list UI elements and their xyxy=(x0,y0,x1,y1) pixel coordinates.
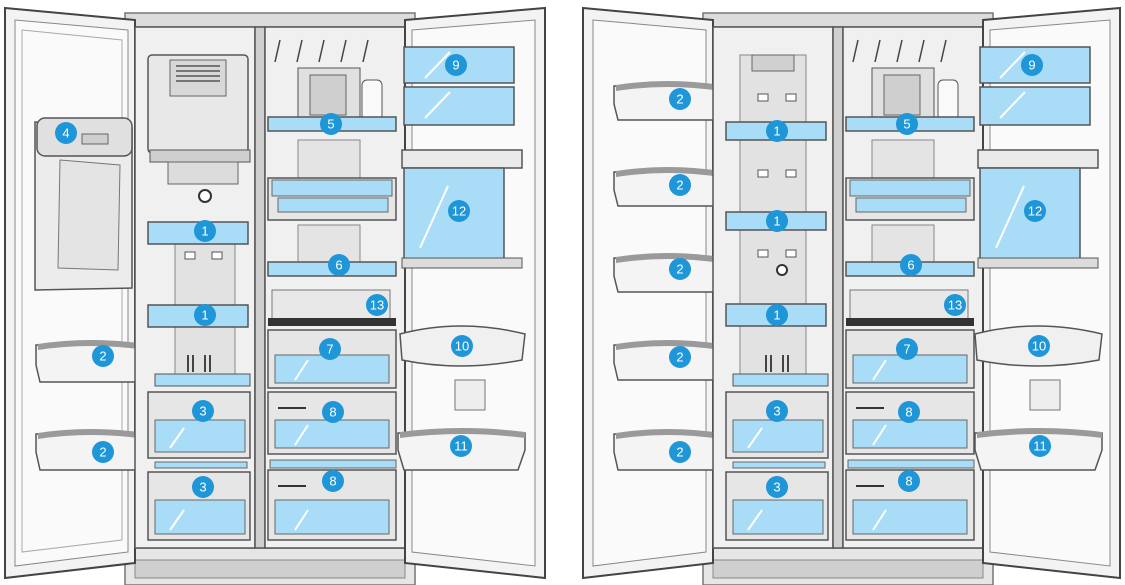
badge-label: 13 xyxy=(948,298,962,313)
badge-label: 2 xyxy=(99,349,106,364)
badge-label: 1 xyxy=(201,308,208,323)
door-bin xyxy=(35,344,147,383)
freezer-door xyxy=(582,6,721,580)
callout-badge: 12 xyxy=(1024,200,1046,222)
callout-badge: 6 xyxy=(328,254,350,276)
callout-badge: 8 xyxy=(322,470,344,492)
badge-label: 5 xyxy=(903,117,910,132)
door-bin xyxy=(613,171,721,207)
badge-label: 3 xyxy=(199,404,206,419)
badge-label: 6 xyxy=(907,258,914,273)
base-vent xyxy=(712,559,984,579)
badge-label: 13 xyxy=(370,298,384,313)
fridge-door xyxy=(397,6,546,580)
badge-label: 8 xyxy=(329,405,336,420)
badge-label: 1 xyxy=(773,124,780,139)
badge-label: 3 xyxy=(773,480,780,495)
badge-label: 2 xyxy=(99,445,106,460)
callout-badge: 5 xyxy=(896,113,918,135)
callout-badge: 2 xyxy=(669,346,691,368)
badge-label: 10 xyxy=(455,339,469,354)
badges-right: 2 2 2 2 2 1 1 1 3 3 5 6 7 8 8 9 10 11 12… xyxy=(669,54,1051,498)
badge-label: 5 xyxy=(327,117,334,132)
badge-label: 2 xyxy=(676,262,683,277)
fridge-door xyxy=(974,6,1121,580)
center-divider xyxy=(254,26,266,549)
callout-badge: 1 xyxy=(766,120,788,142)
badge-label: 11 xyxy=(454,439,468,454)
badge-label: 12 xyxy=(1028,204,1042,219)
callout-badge: 9 xyxy=(1021,54,1043,76)
callout-badge: 1 xyxy=(194,220,216,242)
freezer-door xyxy=(4,6,147,580)
callout-badge: 8 xyxy=(898,401,920,423)
badge-label: 1 xyxy=(201,224,208,239)
badge-label: 1 xyxy=(773,308,780,323)
callout-badge: 8 xyxy=(322,401,344,423)
badge-label: 8 xyxy=(905,405,912,420)
callout-badge: 2 xyxy=(669,441,691,463)
top-bar xyxy=(702,12,994,28)
callout-badge: 2 xyxy=(92,345,114,367)
callout-badge: 2 xyxy=(669,258,691,280)
badge-label: 1 xyxy=(773,214,780,229)
door-bin xyxy=(613,433,721,471)
callout-badge: 10 xyxy=(1028,335,1050,357)
fridge-right xyxy=(582,6,1121,585)
callout-badge: 3 xyxy=(192,400,214,422)
fridge-left xyxy=(4,6,546,585)
badge-label: 2 xyxy=(676,178,683,193)
callout-badge: 13 xyxy=(366,294,388,316)
callout-badge: 13 xyxy=(944,294,966,316)
callout-badge: 1 xyxy=(766,210,788,232)
callout-badge: 11 xyxy=(1029,435,1051,457)
callout-badge: 7 xyxy=(319,338,341,360)
badge-label: 4 xyxy=(62,126,69,141)
callout-badge: 4 xyxy=(55,122,77,144)
badge-label: 6 xyxy=(335,258,342,273)
badge-label: 8 xyxy=(905,474,912,489)
badge-label: 9 xyxy=(452,58,459,73)
center-divider xyxy=(832,26,844,549)
badge-label: 7 xyxy=(903,342,910,357)
badge-label: 7 xyxy=(326,342,333,357)
door-bin xyxy=(613,344,721,381)
base-vent xyxy=(134,559,406,579)
badge-label: 12 xyxy=(452,204,466,219)
callout-badge: 6 xyxy=(900,254,922,276)
badge-label: 3 xyxy=(773,404,780,419)
badge-label: 2 xyxy=(676,92,683,107)
badge-label: 8 xyxy=(329,474,336,489)
door-bin xyxy=(613,85,721,121)
callout-badge: 9 xyxy=(445,54,467,76)
badge-label: 3 xyxy=(199,480,206,495)
callout-badge: 2 xyxy=(92,441,114,463)
callout-badge: 11 xyxy=(450,435,472,457)
door-bin xyxy=(35,433,147,471)
callout-badge: 3 xyxy=(766,476,788,498)
callout-badge: 3 xyxy=(766,400,788,422)
callout-badge: 1 xyxy=(766,304,788,326)
callout-badge: 1 xyxy=(194,304,216,326)
badge-label: 10 xyxy=(1032,339,1046,354)
callout-badge: 5 xyxy=(320,113,342,135)
top-bar xyxy=(124,12,416,28)
callout-badge: 2 xyxy=(669,174,691,196)
badge-label: 9 xyxy=(1028,58,1035,73)
badge-label: 2 xyxy=(676,350,683,365)
badge-label: 2 xyxy=(676,445,683,460)
badge-label: 11 xyxy=(1033,439,1047,454)
callout-badge: 8 xyxy=(898,470,920,492)
callout-badge: 10 xyxy=(451,335,473,357)
callout-badge: 12 xyxy=(448,200,470,222)
callout-badge: 3 xyxy=(192,476,214,498)
callout-badge: 7 xyxy=(896,338,918,360)
callout-badge: 2 xyxy=(669,88,691,110)
badges-left: 1 1 2 2 3 3 4 5 6 7 8 8 9 10 11 12 13 xyxy=(55,54,473,498)
door-bin xyxy=(613,257,721,293)
